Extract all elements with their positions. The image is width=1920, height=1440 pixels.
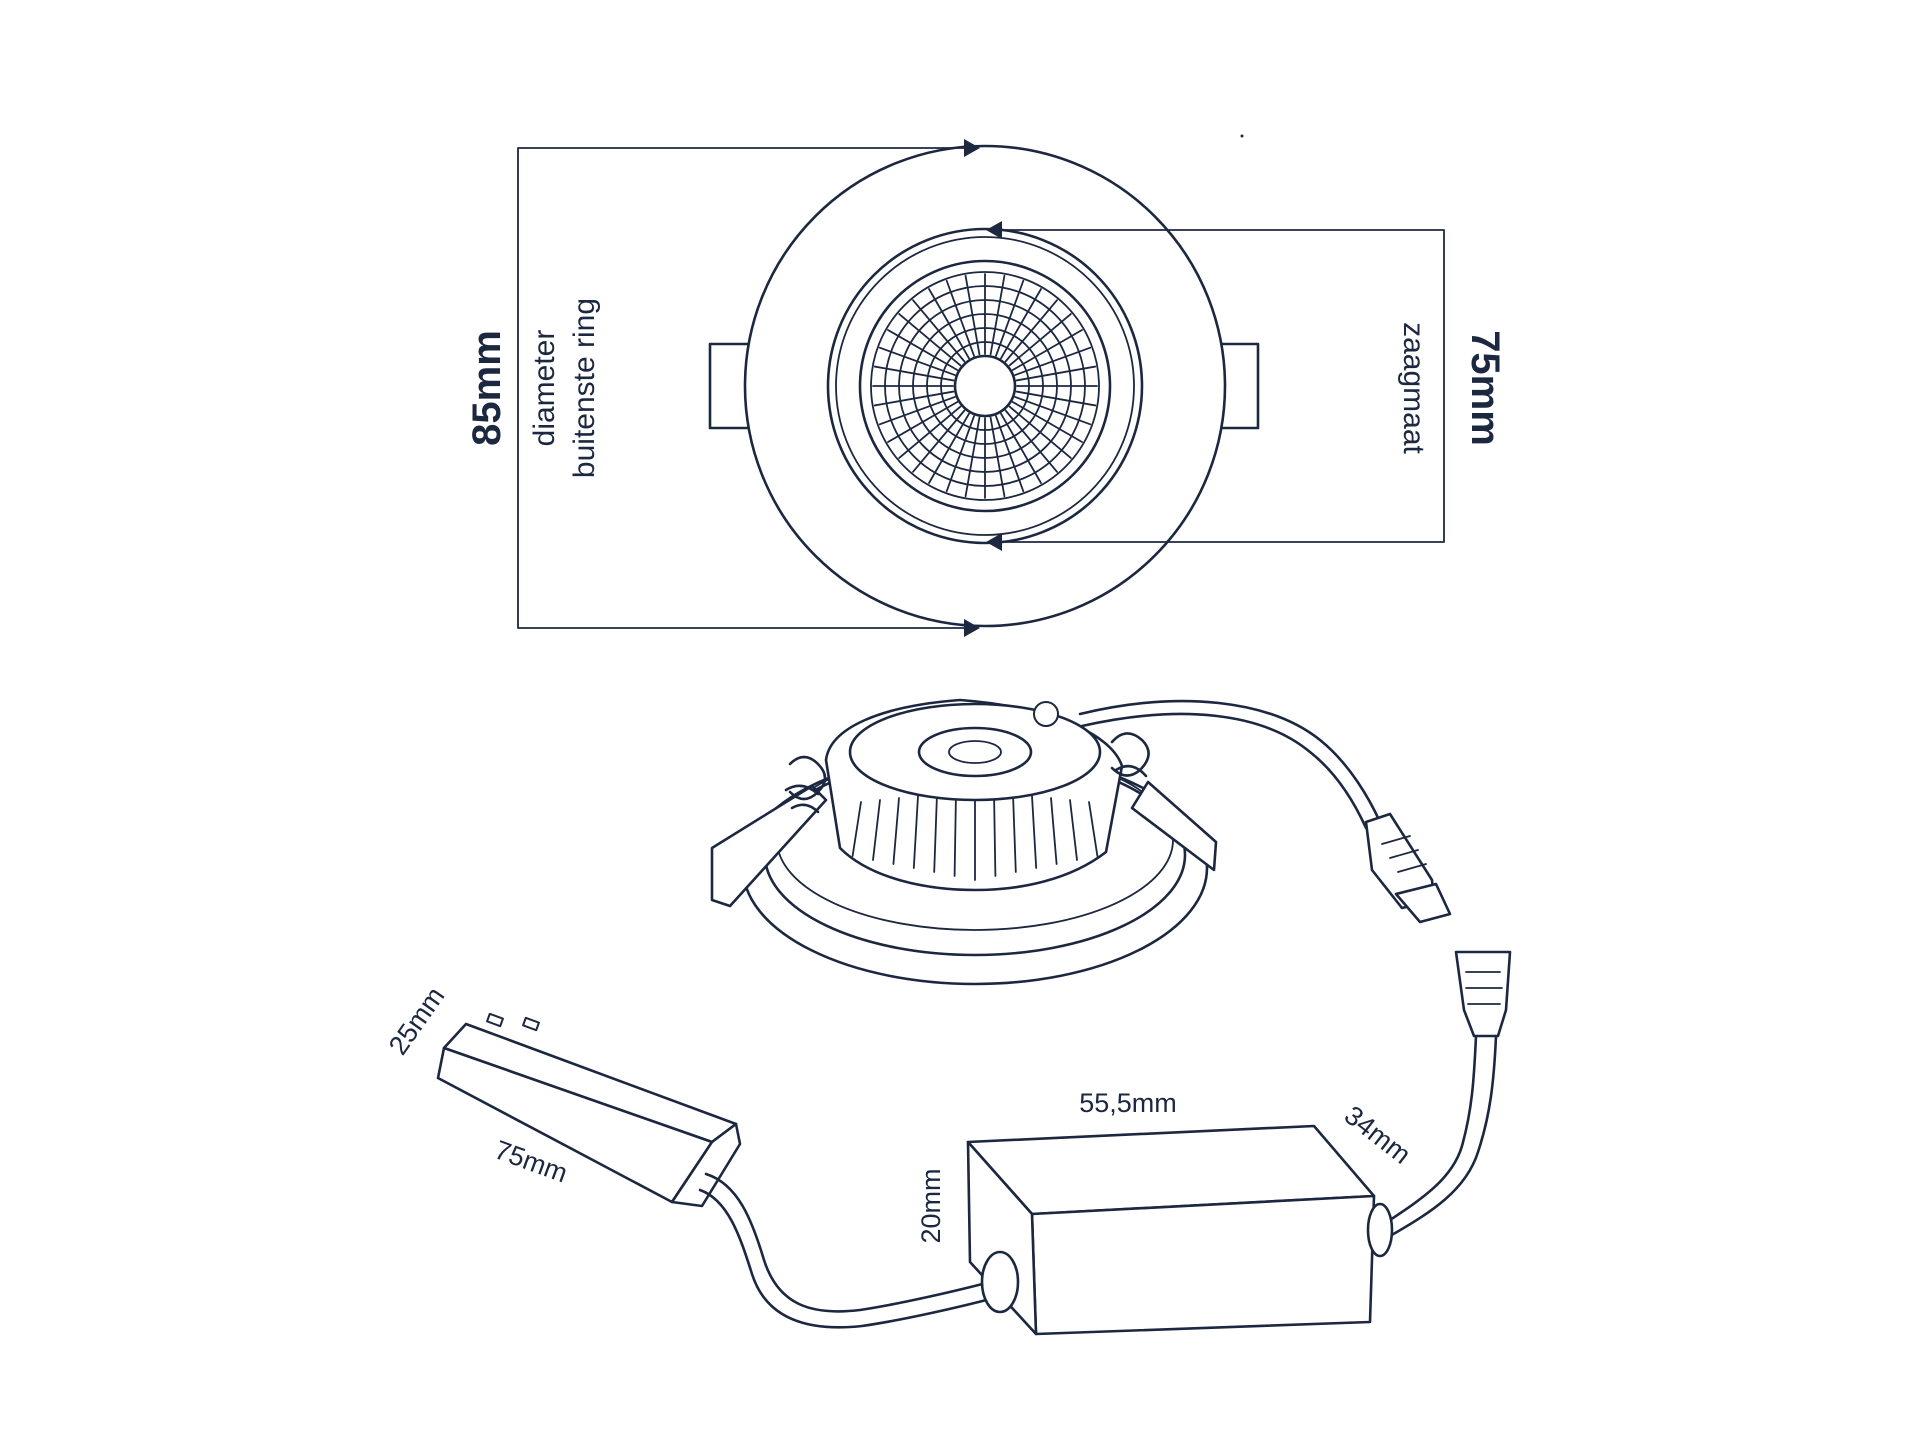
driver-box-front — [1030, 1194, 1376, 1336]
connector-box: 25mm 75mm — [383, 982, 742, 1208]
male-connector — [1364, 812, 1452, 924]
cutout-dimension-arrow-bottom — [986, 533, 1002, 551]
reflector-spoke-33 — [1008, 313, 1072, 367]
heatsink-top — [848, 702, 1102, 802]
cutout-dimension-arrow-top — [986, 221, 1002, 239]
heatsink-fin-10 — [1031, 795, 1038, 869]
driver-left-gland — [980, 1250, 1020, 1314]
reflector-spoke-17 — [878, 396, 956, 426]
connector-box-terminal-1 — [486, 1012, 504, 1028]
heatsink-fin-4 — [912, 795, 919, 869]
speck-mark — [1240, 134, 1244, 138]
outer-diameter-caption-line2: buitenste ring — [568, 298, 601, 478]
outer-diameter-caption-line1: diameter — [528, 330, 561, 447]
heatsink-fin-1 — [851, 801, 862, 857]
connector-box-terminal-2 — [522, 1016, 540, 1032]
reflector-spoke-29 — [989, 274, 1006, 356]
reflector-spoke-3 — [1014, 396, 1092, 426]
heatsink-fin-13 — [1088, 801, 1099, 857]
reflector-spoke-21 — [878, 346, 956, 376]
heatsink-hub-inner — [948, 740, 1002, 764]
reflector-spoke-30 — [995, 279, 1025, 357]
reflector-spoke-15 — [898, 405, 962, 459]
top-view: 85mm diameter buitenste ring 75mm zaagma… — [465, 139, 1507, 637]
connector-box-end — [670, 1122, 742, 1208]
driver-width-label: 34mm — [1339, 1100, 1417, 1170]
right-mounting-tab — [1220, 342, 1260, 430]
outer-diameter-value: 85mm — [465, 330, 509, 446]
reflector-spoke-32 — [1004, 299, 1058, 363]
connector-box-height-label: 25mm — [383, 982, 451, 1061]
heatsink-fin-12 — [1069, 799, 1078, 861]
inner-ring-inner-edge — [835, 236, 1135, 536]
reflector-spoke-18 — [873, 390, 955, 407]
reflector-spoke-25 — [928, 288, 970, 360]
outer-dimension-bracket — [517, 147, 979, 629]
heatsink-hub — [917, 726, 1033, 778]
link-cable-lower — [698, 1188, 996, 1329]
perspective-view — [710, 698, 1512, 1238]
reflector-spoke-13 — [928, 412, 970, 484]
left-spring-coil — [784, 755, 827, 814]
reflector-spoke-12 — [945, 415, 975, 493]
reflector-spoke-20 — [873, 365, 955, 382]
left-mounting-tab — [708, 342, 750, 430]
cutout-dimension-bracket — [989, 229, 1445, 543]
reflector-spoke-5 — [1008, 405, 1072, 459]
reflector-outer — [858, 259, 1112, 513]
driver-right-gland — [1366, 1202, 1394, 1258]
reflector-spoke-7 — [1000, 412, 1042, 484]
heatsink-fin-11 — [1050, 797, 1058, 865]
reflector-spoke-24 — [912, 299, 966, 363]
right-spring-coil — [1110, 732, 1150, 778]
cutout-caption: zaagmaat — [1397, 322, 1430, 454]
reflector-spoke-9 — [989, 416, 1006, 498]
cable-grommet — [1033, 701, 1059, 727]
reflector-spoke-14 — [912, 409, 966, 473]
reflector-spoke-22 — [887, 329, 959, 371]
reflector-spoke-26 — [945, 279, 975, 357]
reflector-spoke-16 — [887, 401, 959, 443]
cutout-value: 75mm — [1463, 330, 1507, 446]
link-cable-upper — [704, 1172, 992, 1313]
reflector-spoke-4 — [1011, 401, 1083, 443]
inner-ring-outer-edge — [826, 227, 1144, 545]
reflector-inner — [870, 271, 1100, 501]
reflector-spoke-35 — [1014, 346, 1092, 376]
reflector-spoke-36 — [1015, 365, 1097, 382]
led-lens — [953, 354, 1017, 418]
driver-cable-lower — [1388, 1034, 1498, 1238]
fixture-cable-inner — [1080, 712, 1368, 830]
reflector-spoke-31 — [1000, 288, 1042, 360]
driver-height-label: 20mm — [916, 1168, 946, 1243]
heatsink-fin-6 — [953, 791, 957, 877]
female-connector — [1454, 950, 1512, 1038]
outer-dimension-arrow-bottom — [964, 619, 980, 637]
driver-box: 55,5mm 34mm 20mm — [916, 1088, 1417, 1336]
heatsink-fin-9 — [1012, 793, 1017, 873]
driver-cable-upper — [1382, 1034, 1478, 1226]
driver-length-label: 55,5mm — [1079, 1088, 1177, 1118]
reflector-spoke-11 — [964, 416, 981, 498]
heatsink-fin-3 — [892, 797, 900, 865]
reflector-spoke-6 — [1004, 409, 1058, 473]
heatsink-fin-2 — [872, 799, 881, 861]
fixture-cable-outer — [1078, 699, 1382, 824]
reflector-spoke-8 — [995, 415, 1025, 493]
reflector-spoke-2 — [1015, 390, 1097, 407]
reflector-spoke-23 — [898, 313, 962, 367]
heatsink-fin-8 — [993, 791, 997, 877]
reflector-spoke-34 — [1011, 329, 1083, 371]
reflector-spoke-27 — [964, 274, 981, 356]
heatsink-fin-5 — [933, 793, 938, 873]
reflector-grid — [872, 273, 1098, 499]
outer-dimension-arrow-top — [964, 139, 980, 157]
right-spring-arm — [1130, 780, 1218, 872]
